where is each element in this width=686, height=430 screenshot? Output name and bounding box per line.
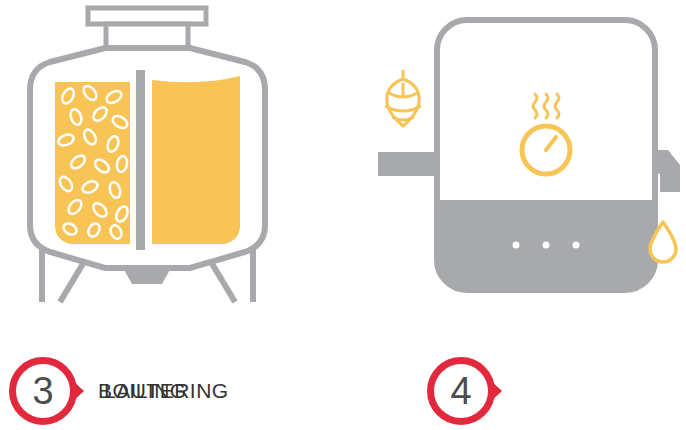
grain-kernel (57, 175, 74, 194)
tank-neck (106, 24, 188, 48)
marker-pointer (491, 381, 502, 401)
grain-kernel (114, 205, 130, 224)
grain-kernel (108, 181, 122, 199)
grain-kernel (81, 84, 99, 103)
boil-kettle (378, 20, 680, 290)
tank-divider (136, 70, 145, 250)
grain-kernel (69, 153, 88, 171)
grain-kernel (69, 108, 84, 126)
control-dot (513, 242, 520, 249)
step-number: 3 (9, 357, 77, 425)
grain-kernel (86, 221, 102, 238)
step-number: 4 (427, 357, 495, 425)
gauge-needle (546, 137, 556, 150)
grain-bed (55, 82, 130, 244)
hop-icon (385, 70, 421, 126)
tank-body (30, 48, 265, 268)
grain-kernel (105, 89, 124, 106)
grain-kernel (91, 201, 109, 219)
grain-kernel (109, 224, 124, 241)
grain-kernel (111, 114, 130, 131)
grain-kernel (93, 157, 112, 175)
lauter-tun (30, 8, 265, 302)
grain-kernel (66, 198, 84, 217)
wort-liquid (152, 76, 240, 244)
heat-waves (533, 94, 559, 118)
grain-kernel (116, 155, 129, 172)
grain-kernel (57, 133, 75, 148)
grain-kernel (81, 179, 100, 195)
kettle-base (437, 200, 655, 290)
hop-scales (385, 83, 421, 120)
grain-kernel (106, 135, 121, 153)
step-label: BOILING (98, 379, 187, 403)
marker-pointer (73, 381, 84, 401)
grain-kernel (60, 87, 77, 106)
step-marker: 4BOILING (427, 357, 495, 425)
grain-kernel (82, 128, 99, 147)
control-dot (573, 242, 580, 249)
wort-drop (650, 222, 676, 262)
control-dot (543, 242, 550, 249)
temperature-gauge (522, 126, 570, 174)
inlet-pipe (378, 152, 440, 176)
grain-kernel (91, 105, 109, 123)
grain-kernel (61, 221, 78, 237)
grain-kernels (57, 84, 130, 241)
kettle-body (437, 20, 655, 290)
step-marker: 3LAUTERING (9, 357, 77, 425)
